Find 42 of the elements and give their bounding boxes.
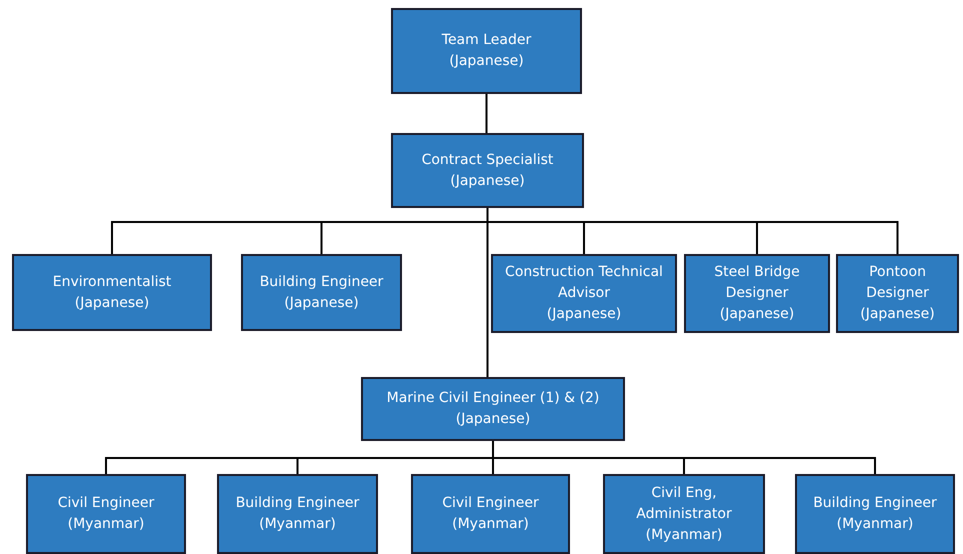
position-box [836,254,959,333]
role-text: (Myanmar) [259,515,336,534]
role-text: (Japanese) [450,172,525,190]
role-text: Environmentalist [52,272,172,292]
role-text: Marine Civil Engineer (1) & (2) [386,389,600,408]
role-text: (Japanese) [284,294,359,312]
position-box [491,254,677,333]
position-box [217,474,378,554]
position-box [411,474,570,554]
connector-line [492,441,876,474]
connector-line [486,208,488,377]
role-text: Building Engineer [813,494,937,513]
position-box [391,133,584,208]
role-text: (Myanmar) [452,515,529,534]
role-text: (Japanese) [449,52,524,71]
role-text: (Japanese) [546,305,622,324]
position-box [26,474,186,554]
role-text: (Myanmar) [836,515,914,534]
connector-line [486,94,488,133]
role-text: Civil Eng, Administrator [635,484,733,524]
role-text: Steel Bridge Designer [713,263,801,303]
role-text: Construction Technical Advisor [504,263,664,303]
role-text: (Japanese) [74,294,150,312]
position-box [795,474,955,554]
role-text: (Japanese) [456,410,530,429]
role-text: Pontoon Designer [865,263,930,303]
role-text: Building Engineer [236,494,360,513]
role-text: (Myanmar) [68,515,144,534]
position-box [684,254,830,333]
position-box [12,254,212,331]
role-text: Civil Engineer [58,494,154,513]
role-text: Civil Engineer [442,494,539,513]
position-box [361,377,625,441]
position-box [241,254,402,331]
role-text: (Japanese) [860,305,935,324]
role-text: (Japanese) [720,305,794,324]
role-text: (Myanmar) [646,526,722,544]
role-text: Team Leader [442,31,532,50]
role-text: Building Engineer [260,272,384,292]
position-box [603,474,765,554]
role-text: Contract Specialist [422,150,554,170]
position-box [391,8,582,94]
